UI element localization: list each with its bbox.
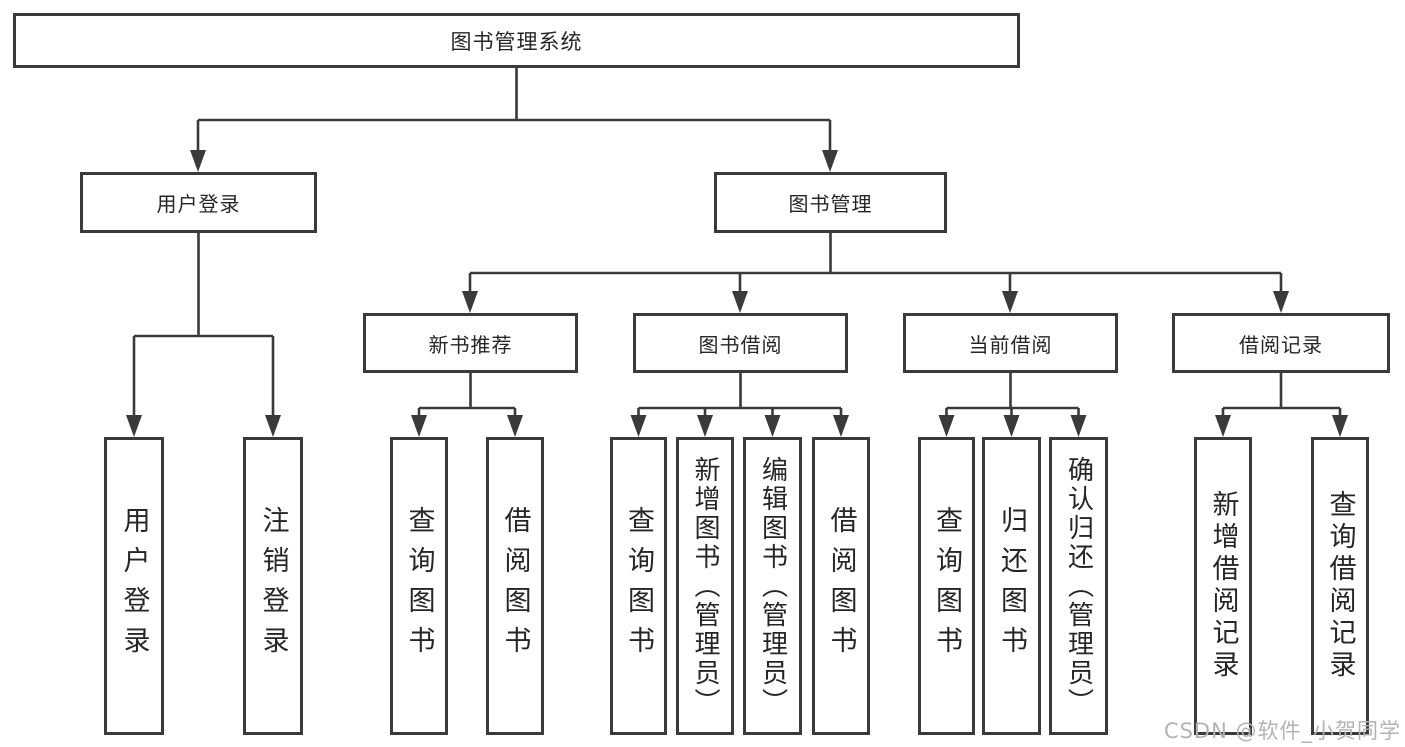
connector-book-borrowing [637,373,843,419]
arrowhead [1003,415,1020,437]
node-borrow-records: 借阅记录 [1172,313,1390,373]
watermark: CSDN @软件_小贺同学 [1163,719,1401,743]
node-leaf-return-books: 归还图书 [982,437,1041,735]
arrowhead [822,150,838,172]
arrowhead [265,415,281,437]
node-root: 图书管理系统 [13,13,1020,68]
arrowhead [1332,415,1348,437]
node-leaf-label: 查询图书 [623,506,654,666]
node-leaf-user-login: 用户登录 [104,437,164,735]
node-leaf-label: 借阅图书 [825,506,857,666]
node-leaf-query-books-recommend: 查询图书 [390,437,448,735]
arrowhead [507,415,523,437]
node-leaf-label: 注销登录 [257,506,289,666]
node-leaf-label: 查询图书 [931,506,962,666]
arrowhead [1273,291,1289,313]
arrowhead [938,415,955,437]
node-book-borrowing: 图书借阅 [633,313,848,373]
node-borrow-records-label: 借阅记录 [1239,332,1323,357]
node-leaf-confirm-return-admin: 确认归还（管理员） [1049,437,1108,735]
node-book-management-label: 图书管理 [788,192,873,216]
node-leaf-label: 编辑图书（管理员） [757,455,788,717]
node-leaf-query-books-borrowing: 查询图书 [610,437,667,735]
arrowhead [190,150,206,172]
node-leaf-label: 借阅图书 [499,506,531,666]
node-new-book-recommend-label: 新书推荐 [428,332,513,357]
node-leaf-add-borrow-record: 新增借阅记录 [1194,437,1252,735]
arrowhead [764,415,781,437]
node-leaf-logout: 注销登录 [243,437,303,735]
arrowhead [630,415,647,437]
node-leaf-query-borrow-record: 查询借阅记录 [1311,437,1369,735]
node-leaf-label: 归还图书 [996,506,1027,666]
arrowhead [732,291,748,313]
node-root-label: 图书管理系统 [450,29,583,54]
node-current-borrowing-label: 当前借阅 [968,332,1053,357]
arrowhead [411,415,427,437]
node-book-management: 图书管理 [714,172,947,233]
arrowhead [1070,415,1087,437]
node-leaf-label: 用户登录 [118,506,150,666]
node-user-login: 用户登录 [80,172,317,233]
node-user-login-label: 用户登录 [156,192,241,216]
arrowhead [833,415,849,437]
connector-new-books [417,373,517,419]
node-leaf-borrow-books-borrowing: 借阅图书 [812,437,870,735]
connector-user-login [132,233,275,419]
node-leaf-borrow-books-recommend: 借阅图书 [486,437,544,735]
arrowhead [697,415,713,437]
node-new-book-recommend: 新书推荐 [363,313,578,373]
arrowhead [1215,415,1231,437]
node-leaf-query-books-current: 查询图书 [918,437,975,735]
arrowhead [126,415,142,437]
node-leaf-label: 新增借阅记录 [1207,490,1239,682]
node-leaf-add-books-admin: 新增图书（管理员） [676,437,734,735]
arrowhead [1002,291,1018,313]
node-leaf-label: 确认归还（管理员） [1063,455,1094,717]
connector-book-management [468,233,1283,295]
arrowhead [462,291,478,313]
node-current-borrowing: 当前借阅 [903,313,1118,373]
node-leaf-label: 查询借阅记录 [1324,490,1356,682]
node-leaf-label: 查询图书 [403,506,435,666]
node-book-borrowing-label: 图书借阅 [698,332,783,357]
connector-borrow-records [1221,373,1342,419]
node-leaf-edit-books-admin: 编辑图书（管理员） [743,437,802,735]
connector-current-borrowing [945,373,1080,419]
node-leaf-label: 新增图书（管理员） [690,455,720,717]
connector-root [196,68,832,152]
